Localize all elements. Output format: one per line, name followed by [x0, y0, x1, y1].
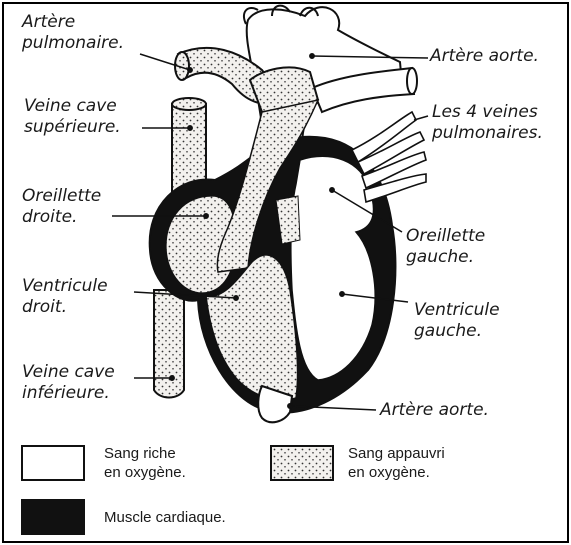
- label-line: pulmonaire.: [22, 33, 124, 54]
- label-artere-aorte-top: Artère aorte.: [430, 46, 539, 67]
- label-line: gauche.: [406, 247, 485, 268]
- legend-oxygen-poor-label: Sang appauvri en oxygène.: [348, 444, 445, 482]
- label-line: Oreillette: [22, 186, 101, 207]
- label-veines-pulmonaires: Les 4 veines pulmonaires.: [432, 102, 543, 144]
- label-ventricule-gauche: Ventricule gauche.: [414, 300, 500, 342]
- label-artere-aorte-bottom: Artère aorte.: [380, 400, 489, 421]
- label-line: inférieure.: [22, 383, 115, 404]
- label-veine-cave-sup: Veine cave supérieure.: [24, 96, 121, 138]
- label-veine-cave-inf: Veine cave inférieure.: [22, 362, 115, 404]
- label-line: Veine cave: [22, 362, 115, 383]
- legend-muscle-swatch: [22, 500, 84, 534]
- label-line: Veine cave: [24, 96, 121, 117]
- label-line: pulmonaires.: [432, 123, 543, 144]
- aorta-end: [407, 68, 417, 94]
- legend-line: en oxygène.: [104, 463, 186, 482]
- legend-muscle-label: Muscle cardiaque.: [104, 508, 226, 527]
- label-line: Les 4 veines: [432, 102, 543, 123]
- label-artere-pulmonaire: Artère pulmonaire.: [22, 12, 124, 54]
- label-ventricule-droit: Ventricule droit.: [22, 276, 108, 318]
- legend-line: Sang appauvri: [348, 444, 445, 463]
- label-oreillette-gauche: Oreillette gauche.: [406, 226, 485, 268]
- label-line: droite.: [22, 207, 101, 228]
- label-line: Ventricule: [22, 276, 108, 297]
- label-line: gauche.: [414, 321, 500, 342]
- label-oreillette-droite: Oreillette droite.: [22, 186, 101, 228]
- label-line: Ventricule: [414, 300, 500, 321]
- legend-oxygen-rich-label: Sang riche en oxygène.: [104, 444, 186, 482]
- label-line: Artère: [22, 12, 124, 33]
- legend-line: en oxygène.: [348, 463, 445, 482]
- label-line: droit.: [22, 297, 108, 318]
- inferior-vena-cava: [154, 290, 184, 398]
- label-line: Oreillette: [406, 226, 485, 247]
- label-line: supérieure.: [24, 117, 121, 138]
- superior-vena-cava-end: [172, 98, 206, 110]
- legend-oxygen-poor-swatch: [271, 446, 333, 480]
- legend-oxygen-rich-swatch: [22, 446, 84, 480]
- legend-line: Sang riche: [104, 444, 186, 463]
